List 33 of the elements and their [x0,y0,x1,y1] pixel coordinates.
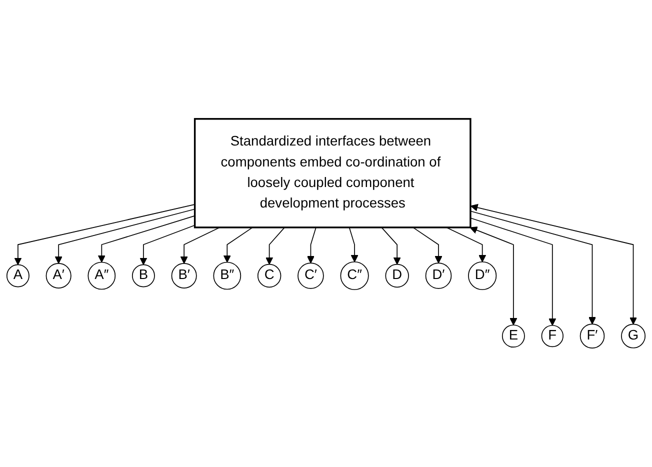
arrow [348,227,358,262]
arrow [14,204,196,266]
arrow [223,227,253,263]
node-circle: C″ [340,262,369,290]
node-circle: A″ [88,262,116,290]
node-circle: A′ [46,263,72,289]
node-circle: A [6,264,30,288]
node-circle: D [385,264,409,288]
arrow [470,204,638,325]
arrow [266,227,285,265]
arrow [470,226,518,326]
arrow [446,227,486,262]
node-circle: D′ [425,262,452,289]
arrow [470,218,556,326]
node-circle: F [541,325,564,348]
node-box: Standardized interfaces between components embed co-ordination of loosely coupled component development processes [194,118,472,228]
arrow [470,210,596,324]
arrow [54,208,196,264]
node-circle: E [502,324,525,348]
arrow [98,215,196,263]
node-circle: C [257,264,282,288]
node-circle: B″ [213,262,242,290]
arrow [306,227,316,264]
node-circle: C′ [298,262,324,289]
node-circle: F′ [580,324,605,348]
node-circle: G [621,324,646,348]
node-circle: D″ [468,262,497,290]
node-circle: B′ [171,263,197,289]
arrow [180,227,220,264]
arrow [412,227,442,264]
arrow [140,224,196,266]
arrow [381,227,401,265]
node-circle: B [132,264,155,288]
